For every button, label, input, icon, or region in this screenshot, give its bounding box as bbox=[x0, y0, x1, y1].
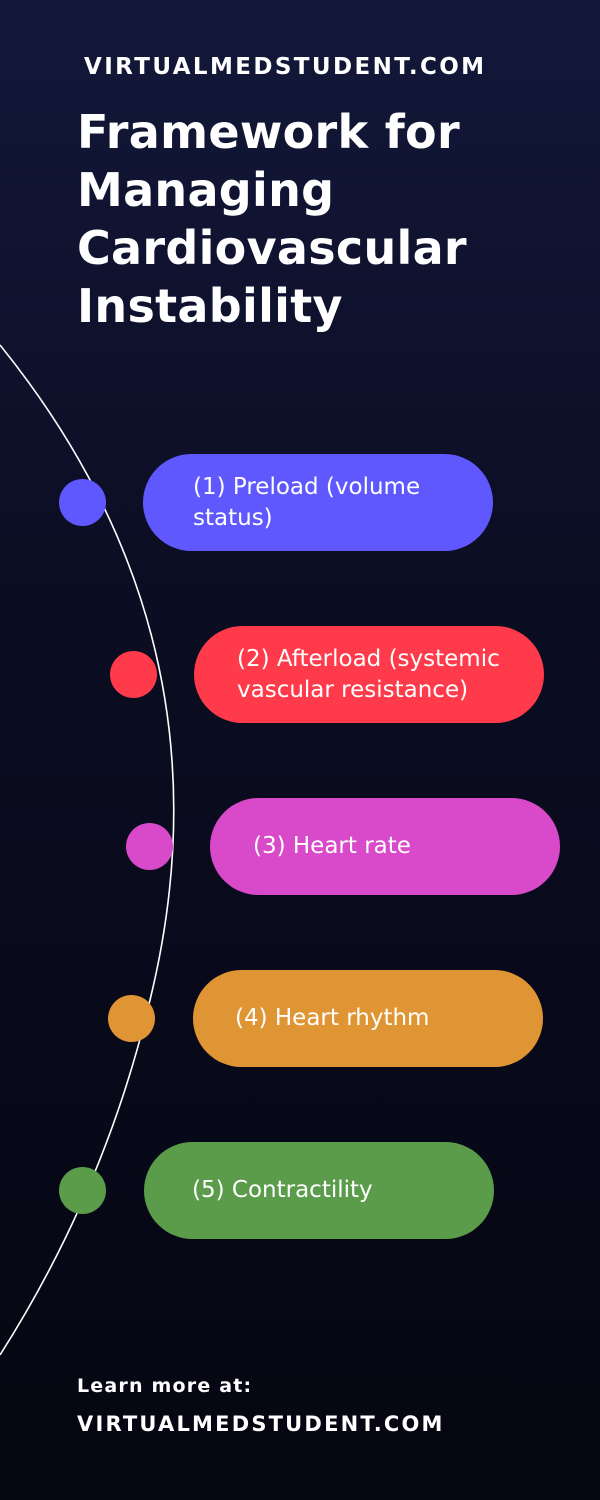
step-4-marker bbox=[108, 995, 155, 1042]
step-1-label: (1) Preload (volume status) bbox=[193, 473, 421, 531]
step-2-marker bbox=[110, 651, 157, 698]
step-4-label: (4) Heart rhythm bbox=[235, 1005, 430, 1031]
step-1-marker bbox=[59, 479, 106, 526]
learn-more-label: Learn more at: bbox=[77, 1375, 253, 1397]
step-5-marker bbox=[59, 1167, 106, 1214]
step-3-marker bbox=[126, 823, 173, 870]
step-2-pill: (2) Afterload (systemic vascular resista… bbox=[194, 626, 544, 723]
step-3-label: (3) Heart rate bbox=[253, 833, 411, 859]
step-3-pill: (3) Heart rate bbox=[210, 798, 560, 895]
step-4-pill: (4) Heart rhythm bbox=[193, 970, 543, 1067]
step-5-pill: (5) Contractility bbox=[144, 1142, 494, 1239]
step-2-label: (2) Afterload (systemic vascular resista… bbox=[237, 645, 500, 703]
site-name-header[interactable]: VIRTUALMEDSTUDENT.COM bbox=[84, 54, 487, 80]
step-5-label: (5) Contractility bbox=[192, 1177, 373, 1203]
footer-site-link[interactable]: VIRTUALMEDSTUDENT.COM bbox=[77, 1412, 445, 1436]
page-title: Framework for Managing Cardiovascular In… bbox=[77, 105, 467, 333]
step-1-pill: (1) Preload (volume status) bbox=[143, 454, 493, 551]
